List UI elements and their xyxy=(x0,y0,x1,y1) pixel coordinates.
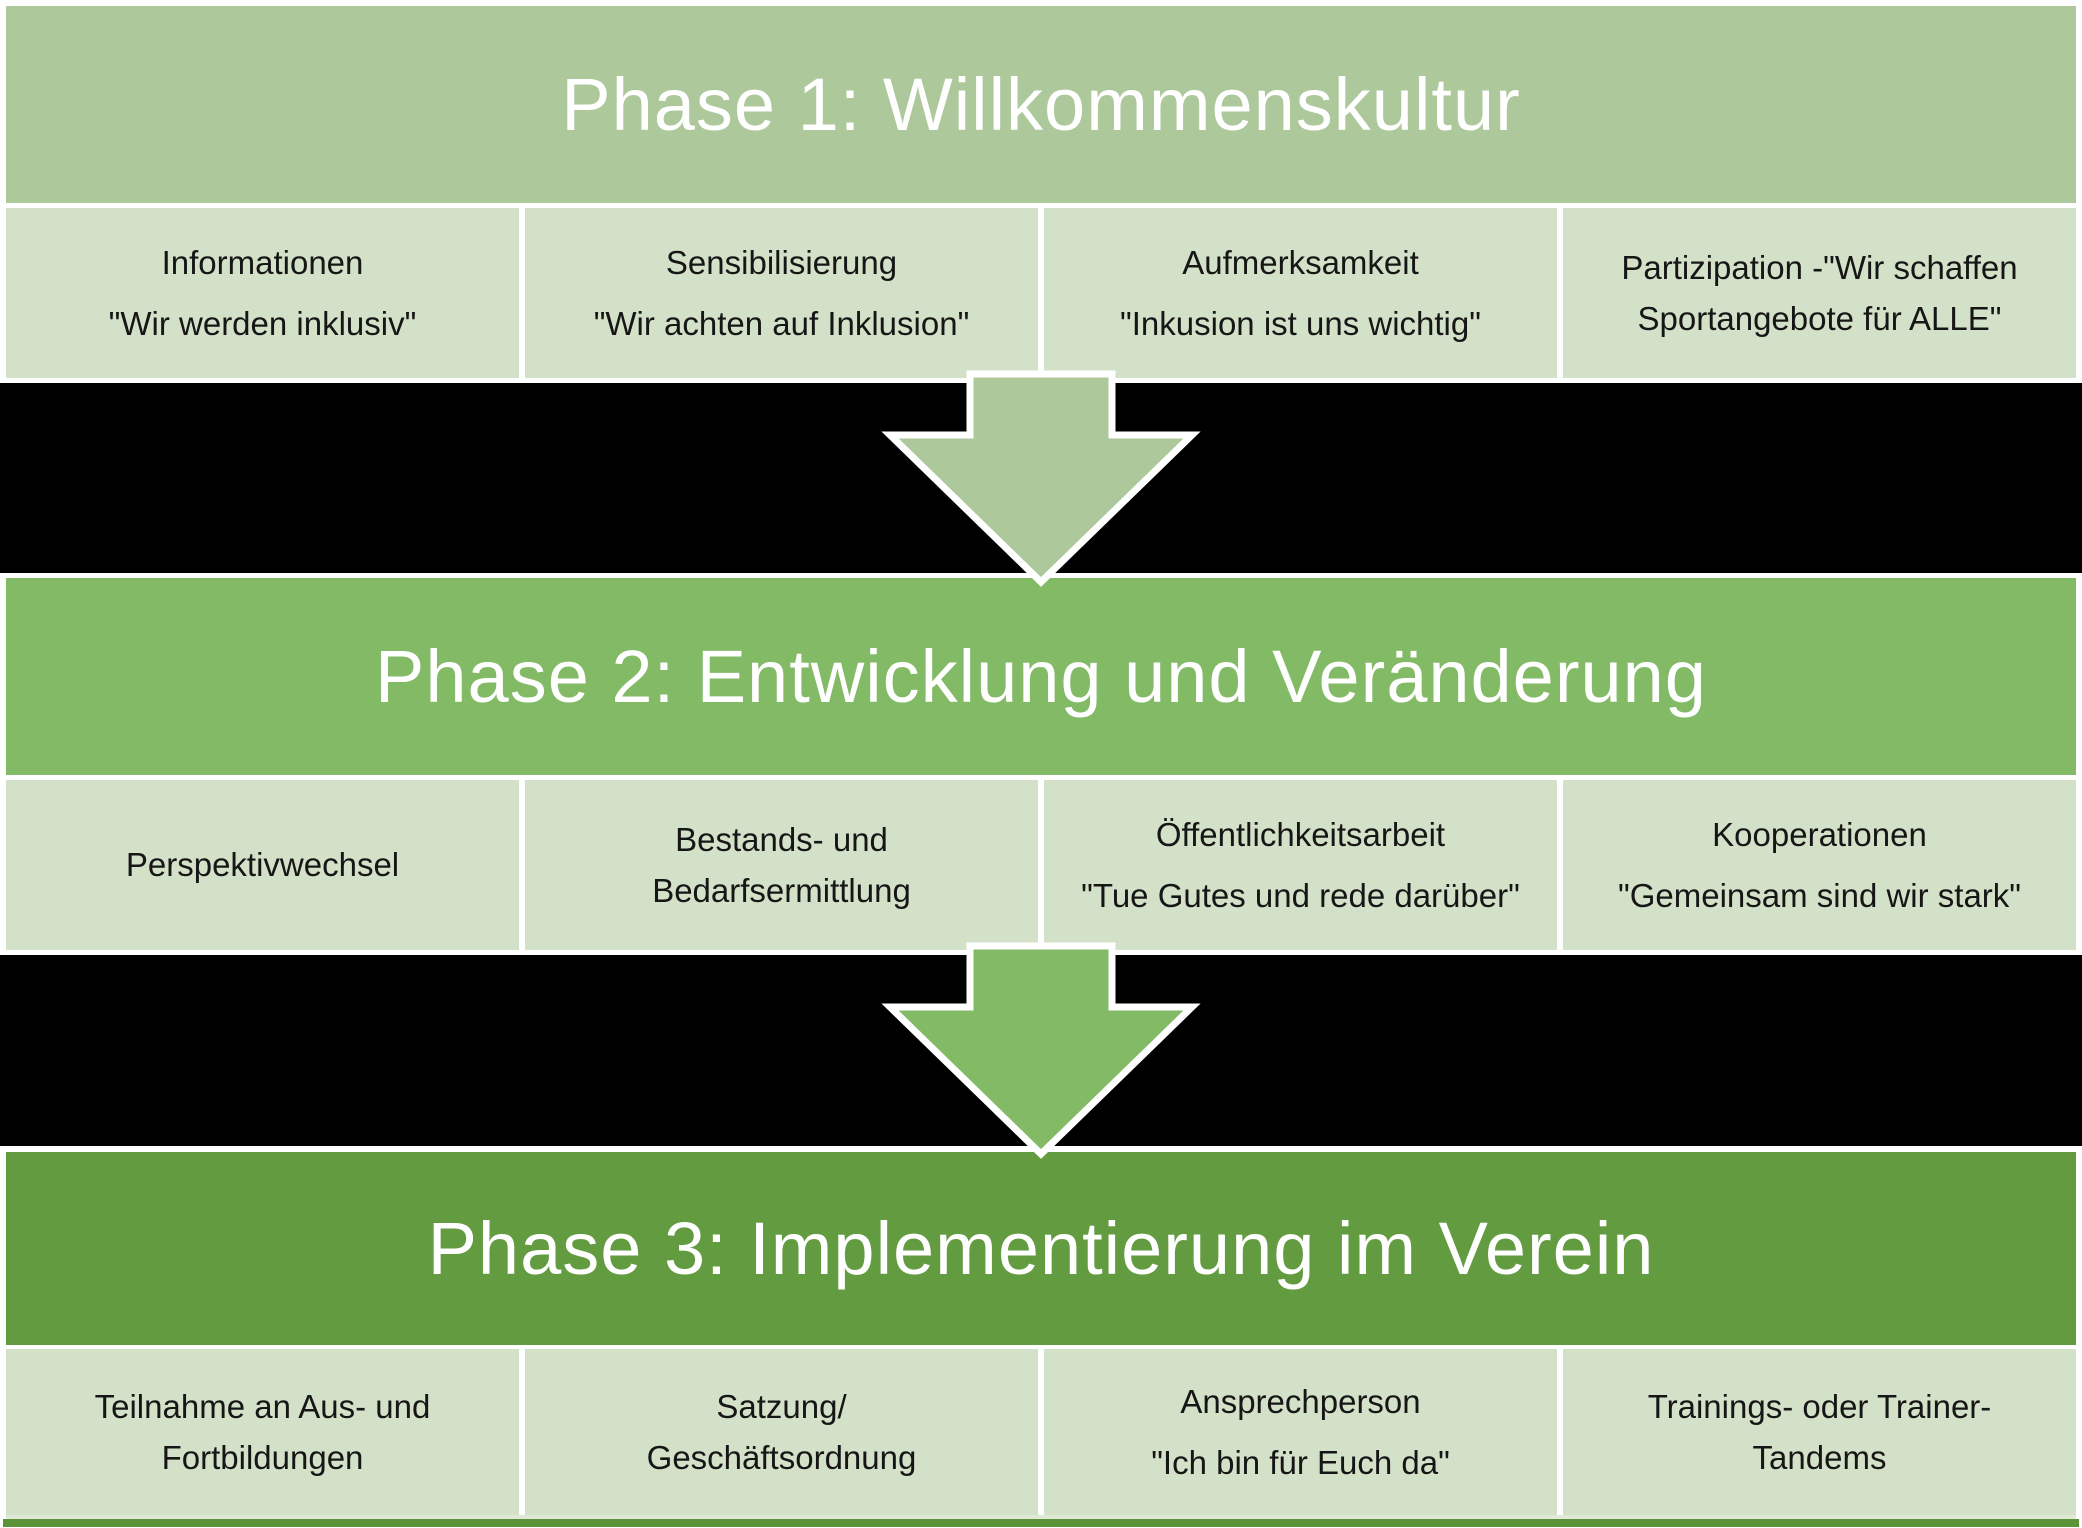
step-label: Trainings- oder Trainer- xyxy=(1647,1387,1992,1425)
phase1-header: Phase 1: Willkommenskultur xyxy=(6,6,2076,203)
phase2-steps: Perspektivwechsel Bestands- und Bedarfse… xyxy=(6,780,2076,950)
step-label-line2: Sportangebote für ALLE" xyxy=(1637,300,2002,337)
step-label: Perspektivwechsel xyxy=(125,846,400,884)
phase2-header: Phase 2: Entwicklung und Veränderung xyxy=(6,578,2076,775)
step-quote: "Ich bin für Euch da" xyxy=(1151,1444,1450,1481)
transition-band-1 xyxy=(0,370,2082,587)
step-bestands-und-bedarfsermittlung: Bestands- und Bedarfsermittlung xyxy=(525,780,1038,950)
step-sensibilisierung: Sensibilisierung "Wir achten auf Inklusi… xyxy=(525,208,1038,378)
down-arrow-icon xyxy=(881,942,1201,1159)
step-label-line2: Geschäftsordnung xyxy=(646,1439,917,1476)
step-label: Ansprechperson xyxy=(1180,1382,1421,1420)
step-label: Bestands- und xyxy=(675,820,888,858)
step-quote: "Inkusion ist uns wichtig" xyxy=(1120,305,1481,342)
step-oeffentlichkeitsarbeit: Öffentlichkeitsarbeit "Tue Gutes und red… xyxy=(1044,780,1557,950)
step-label: Teilnahme an Aus- und xyxy=(94,1387,431,1425)
step-perspektivwechsel: Perspektivwechsel xyxy=(6,780,519,950)
step-trainings-trainer-tandems: Trainings- oder Trainer- Tandems xyxy=(1563,1349,2076,1515)
transition-band-2 xyxy=(0,942,2082,1159)
step-aufmerksamkeit: Aufmerksamkeit "Inkusion ist uns wichtig… xyxy=(1044,208,1557,378)
step-label: Öffentlichkeitsarbeit xyxy=(1155,815,1446,853)
step-ansprechperson: Ansprechperson "Ich bin für Euch da" xyxy=(1044,1349,1557,1515)
step-label: Partizipation -"Wir schaffen xyxy=(1621,248,2018,286)
step-teilnahme-aus-fortbildungen: Teilnahme an Aus- und Fortbildungen xyxy=(6,1349,519,1515)
step-informationen: Informationen "Wir werden inklusiv" xyxy=(6,208,519,378)
phase3-title: Phase 3: Implementierung im Verein xyxy=(427,1207,1655,1290)
step-label-line2: Fortbildungen xyxy=(161,1439,364,1476)
step-label: Satzung/ xyxy=(716,1387,847,1425)
step-quote: "Gemeinsam sind wir stark" xyxy=(1617,877,2022,914)
down-arrow-icon xyxy=(881,370,1201,587)
phase3-steps: Teilnahme an Aus- und Fortbildungen Satz… xyxy=(6,1349,2076,1515)
step-quote: "Tue Gutes und rede darüber" xyxy=(1081,877,1520,914)
step-satzung-geschaeftsordnung: Satzung/ Geschäftsordnung xyxy=(525,1349,1038,1515)
step-label: Aufmerksamkeit xyxy=(1182,243,1419,281)
step-quote: "Wir werden inklusiv" xyxy=(108,305,417,342)
step-quote: "Wir achten auf Inklusion" xyxy=(593,305,970,342)
footer-green-strip xyxy=(3,1519,2079,1527)
step-label: Sensibilisierung xyxy=(665,243,898,281)
footer-highlight-line xyxy=(6,1515,2076,1519)
step-kooperationen: Kooperationen "Gemeinsam sind wir stark" xyxy=(1563,780,2076,950)
phase2-title: Phase 2: Entwicklung und Veränderung xyxy=(375,635,1707,718)
phase3-header: Phase 3: Implementierung im Verein xyxy=(6,1152,2076,1345)
phase1-title: Phase 1: Willkommenskultur xyxy=(561,63,1521,146)
step-label: Informationen xyxy=(161,243,364,281)
step-label-line2: Bedarfsermittlung xyxy=(652,872,911,909)
step-partizipation: Partizipation -"Wir schaffen Sportangebo… xyxy=(1563,208,2076,378)
step-label: Kooperationen xyxy=(1712,815,1927,853)
phase1-steps: Informationen "Wir werden inklusiv" Sens… xyxy=(6,208,2076,378)
step-label-line2: Tandems xyxy=(1752,1439,1887,1476)
